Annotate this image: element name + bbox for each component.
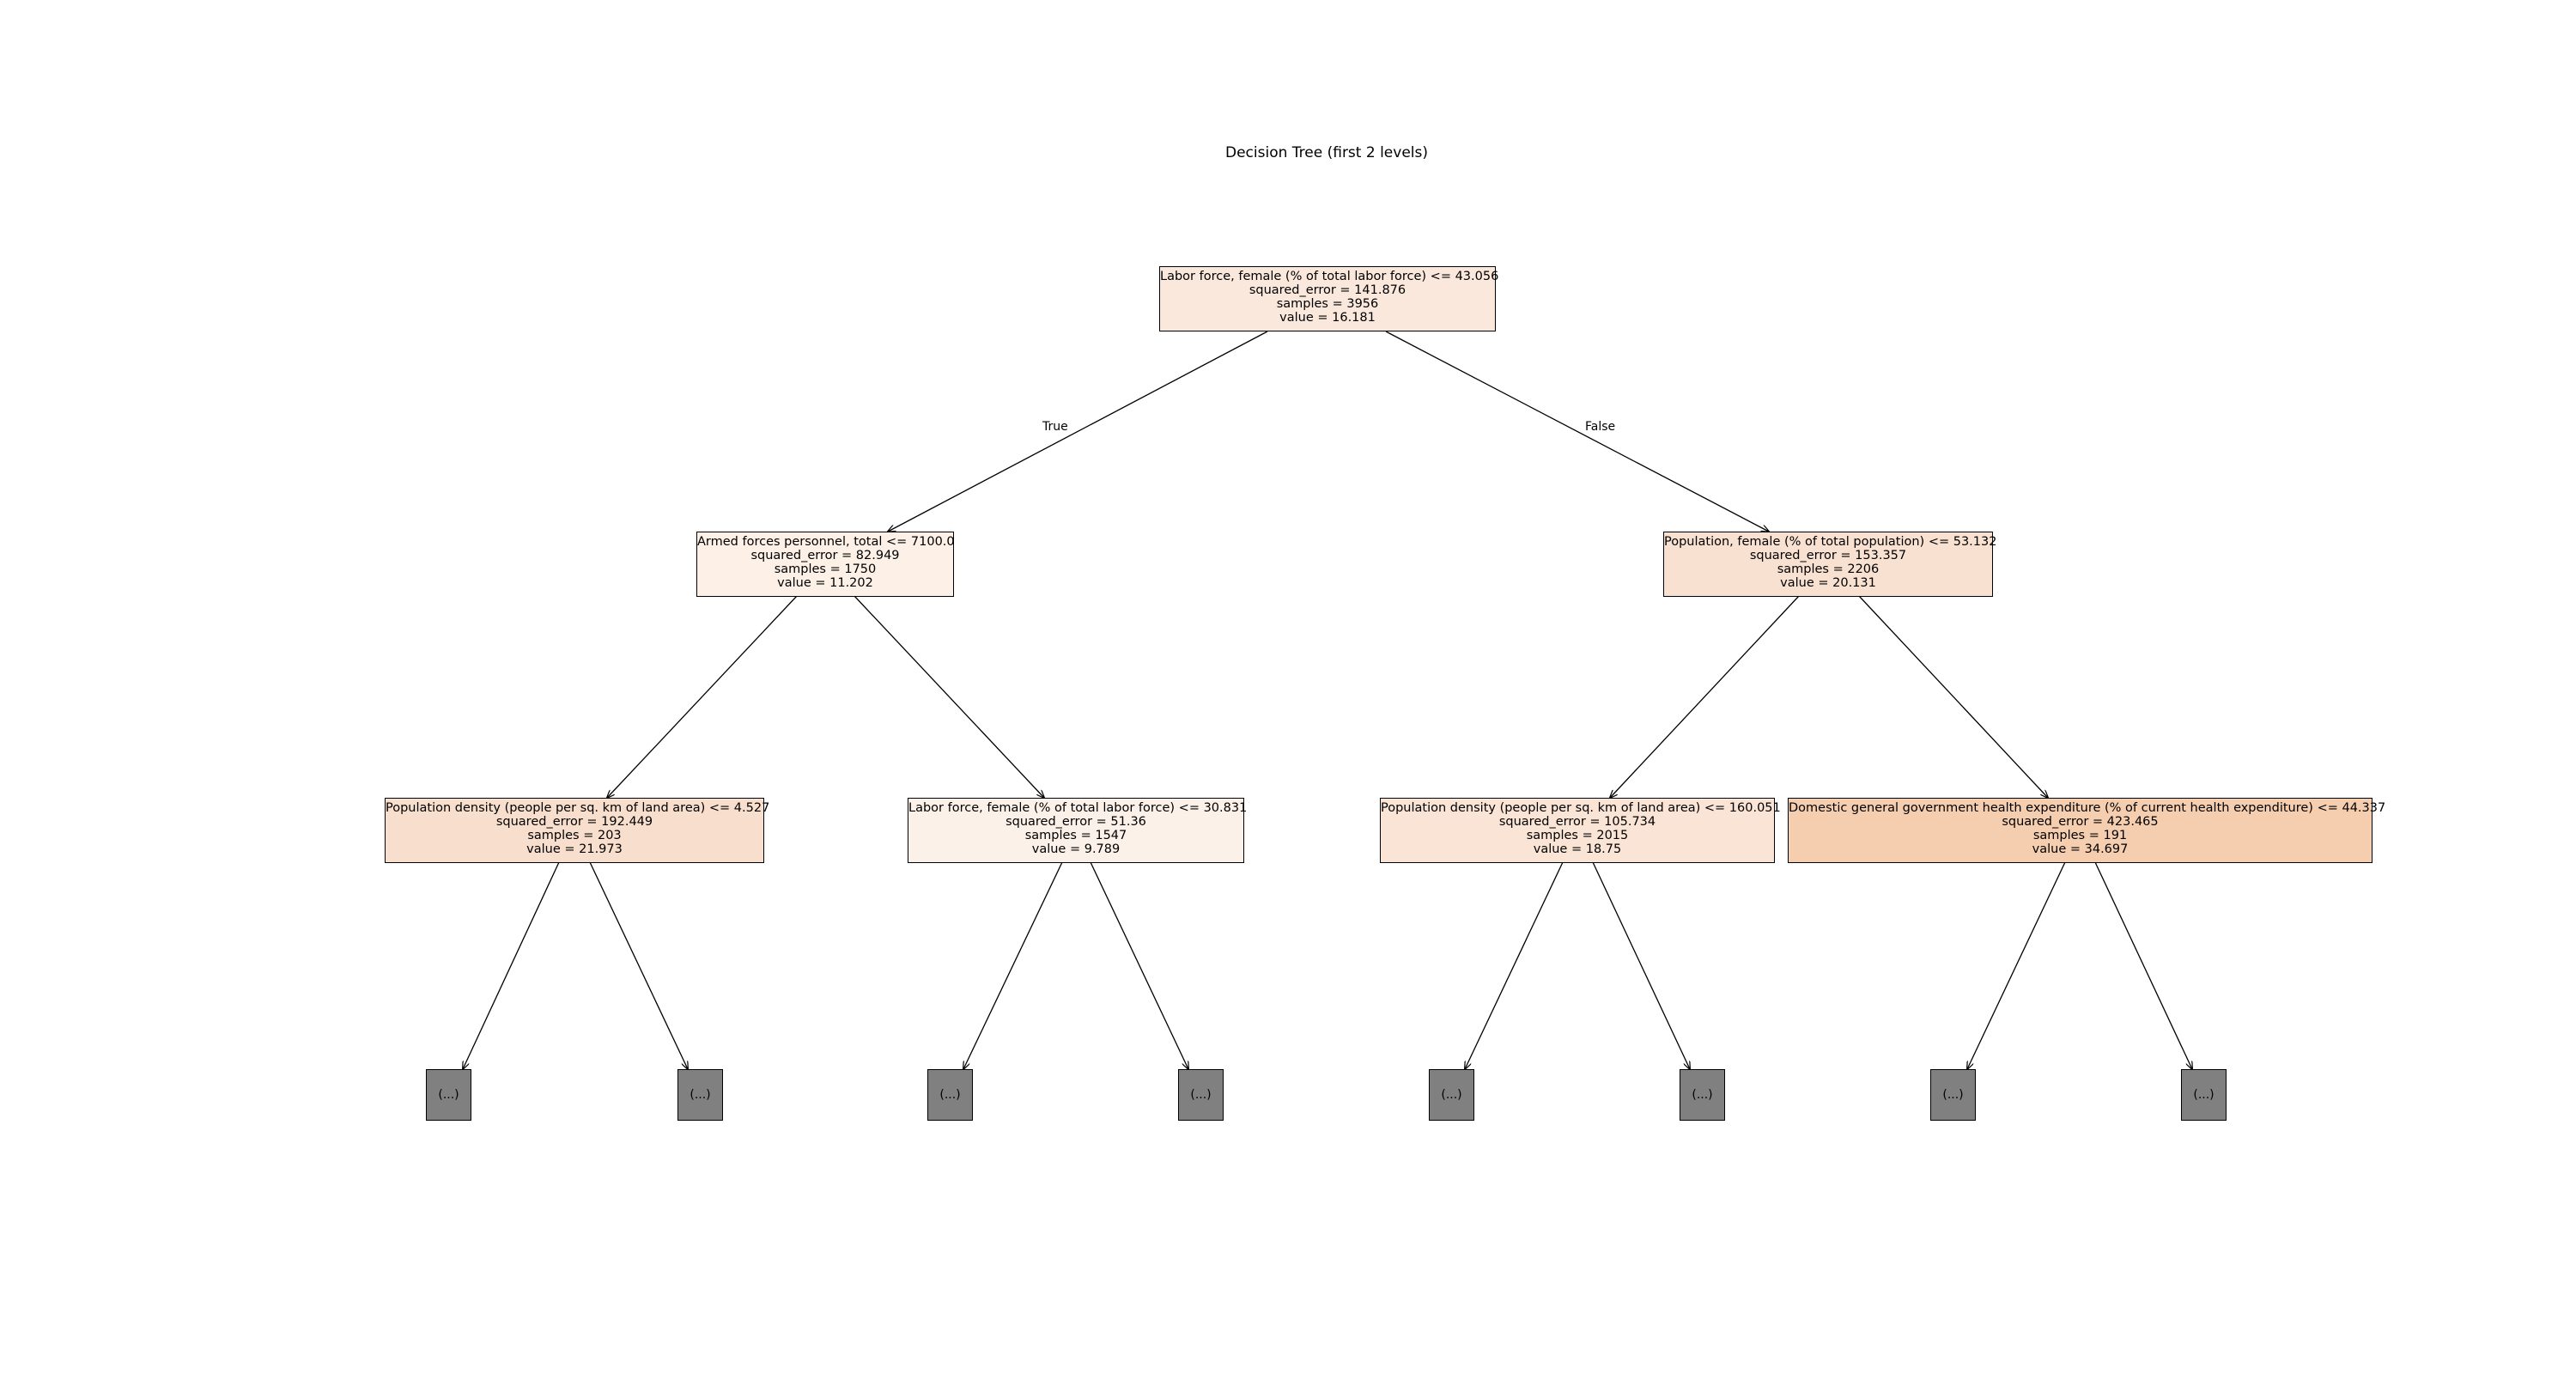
leaf-label: (...) — [1190, 1088, 1212, 1102]
tree-node-root: Labor force, female (% of total labor fo… — [1159, 266, 1499, 331]
edge-rl-leaf1 — [1465, 861, 1564, 1069]
node-samples: samples = 203 — [527, 829, 622, 842]
node-samples: samples = 191 — [2032, 829, 2128, 842]
node-squared-error: squared_error = 82.949 — [750, 549, 900, 562]
leaf-label: (...) — [1692, 1088, 1713, 1102]
node-samples: samples = 2206 — [1777, 562, 1880, 576]
tree-node-right-left: Population density (people per sq. km of… — [1380, 798, 1781, 863]
edge-lr-leaf1 — [963, 861, 1063, 1069]
diagram-title: Decision Tree (first 2 levels) — [1225, 144, 1428, 161]
edge-label-false: False — [1585, 420, 1616, 434]
node-condition: Domestic general government health expen… — [1789, 801, 2386, 815]
node-condition: Armed forces personnel, total <= 7100.0 — [697, 535, 955, 549]
edge-root-left — [888, 331, 1268, 532]
leaf-label: (...) — [1441, 1088, 1462, 1102]
edge-ll-leaf1 — [463, 861, 560, 1069]
tree-node-left-right: Labor force, female (% of total labor fo… — [908, 798, 1248, 863]
node-squared-error: squared_error = 153.357 — [1749, 549, 1907, 562]
node-value: value = 21.973 — [526, 842, 623, 856]
truncated-leaf: (...) — [2181, 1069, 2227, 1121]
leaf-label: (...) — [2193, 1088, 2215, 1102]
node-squared-error: squared_error = 192.449 — [495, 815, 653, 829]
edge-rr-leaf2 — [2094, 861, 2192, 1069]
node-squared-error: squared_error = 141.876 — [1249, 283, 1406, 297]
edge-ll-leaf2 — [589, 861, 688, 1069]
tree-node-left: Armed forces personnel, total <= 7100.0 … — [696, 532, 955, 597]
edge-rl-leaf2 — [1592, 861, 1690, 1069]
node-condition: Population density (people per sq. km of… — [1381, 801, 1781, 815]
truncated-leaf: (...) — [426, 1069, 471, 1121]
node-condition: Labor force, female (% of total labor fo… — [908, 801, 1248, 815]
truncated-leaf: (...) — [677, 1069, 723, 1121]
node-samples: samples = 3956 — [1276, 297, 1379, 311]
truncated-leaf: (...) — [1178, 1069, 1224, 1121]
node-condition: Population density (people per sq. km of… — [386, 801, 770, 815]
edge-root-right — [1385, 331, 1769, 532]
edge-r-rr — [1858, 595, 2048, 798]
node-value: value = 34.697 — [2032, 842, 2129, 856]
edge-l-ll — [607, 595, 798, 798]
node-value: value = 20.131 — [1780, 576, 1876, 590]
leaf-label: (...) — [939, 1088, 961, 1102]
node-squared-error: squared_error = 423.465 — [2002, 815, 2159, 829]
truncated-leaf: (...) — [927, 1069, 973, 1121]
tree-node-right: Population, female (% of total populatio… — [1663, 532, 1997, 597]
node-condition: Labor force, female (% of total labor fo… — [1160, 270, 1499, 283]
edge-label-true: True — [1042, 420, 1068, 434]
node-value: value = 11.202 — [777, 576, 873, 590]
leaf-label: (...) — [1942, 1088, 1964, 1102]
node-squared-error: squared_error = 105.734 — [1498, 815, 1656, 829]
node-value: value = 9.789 — [1031, 842, 1121, 856]
node-samples: samples = 2015 — [1526, 829, 1629, 842]
leaf-label: (...) — [438, 1088, 459, 1102]
truncated-leaf: (...) — [1930, 1069, 1976, 1121]
edge-r-rl — [1610, 595, 1800, 798]
node-squared-error: squared_error = 51.36 — [1005, 815, 1146, 829]
edge-rr-leaf1 — [1967, 861, 2066, 1069]
node-value: value = 16.181 — [1279, 311, 1376, 325]
tree-node-left-left: Population density (people per sq. km of… — [385, 798, 770, 863]
edge-lr-leaf2 — [1090, 861, 1188, 1069]
leaf-label: (...) — [690, 1088, 711, 1102]
tree-node-right-right: Domestic general government health expen… — [1788, 798, 2386, 863]
edge-l-lr — [854, 595, 1044, 798]
node-condition: Population, female (% of total populatio… — [1664, 535, 1997, 549]
truncated-leaf: (...) — [1680, 1069, 1725, 1121]
truncated-leaf: (...) — [1429, 1069, 1474, 1121]
node-samples: samples = 1547 — [1024, 829, 1127, 842]
node-value: value = 18.75 — [1533, 842, 1622, 856]
node-samples: samples = 1750 — [774, 562, 877, 576]
